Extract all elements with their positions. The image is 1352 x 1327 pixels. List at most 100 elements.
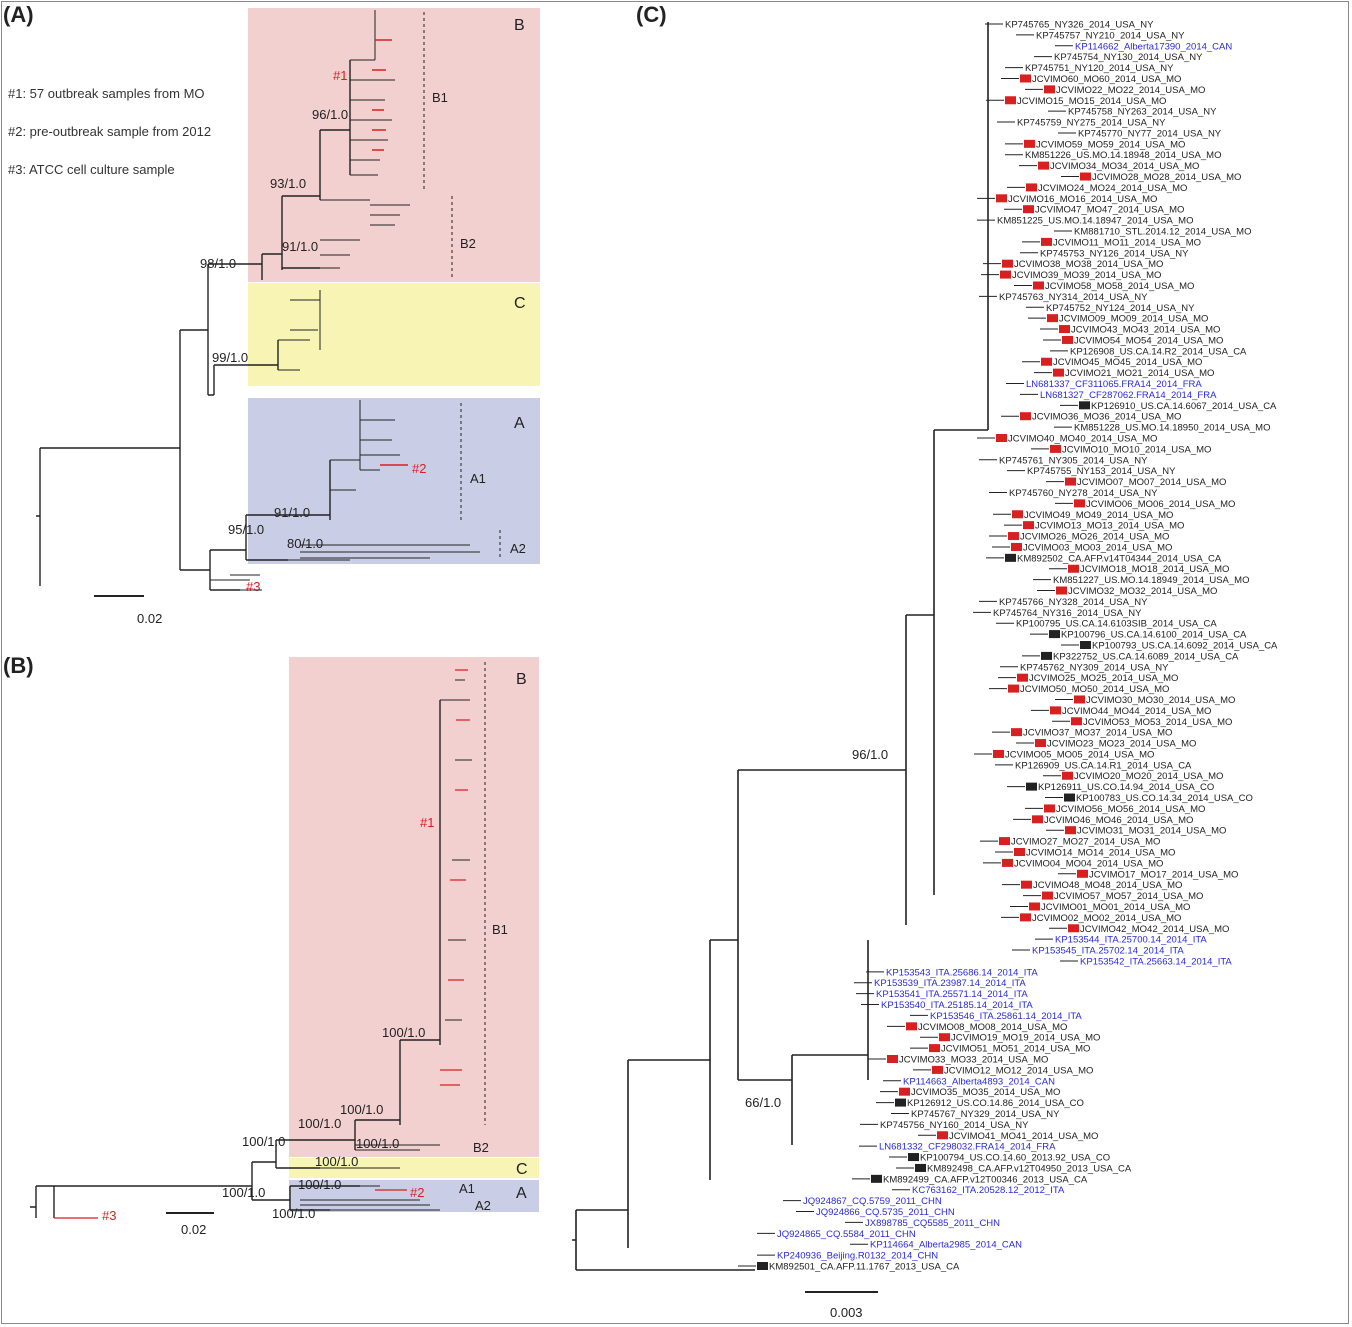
tip-label: JCVIMO10_MO10_2014_USA_MO — [1062, 444, 1211, 455]
support-93: 93/1.0 — [270, 176, 306, 191]
clade-a2-label-b: A2 — [475, 1198, 491, 1213]
tree-b-backbone — [30, 700, 441, 1218]
clade-a1-label-b: A1 — [459, 1181, 475, 1196]
outbreak-marker — [1023, 521, 1034, 530]
outbreak-marker — [1020, 412, 1031, 421]
tip-label: JCVIMO02_MO02_2014_USA_MO — [1032, 913, 1181, 924]
tip-label: JCVIMO11_MO11_2014_USA_MO — [1053, 237, 1201, 248]
tip-label: JCVIMO03_MO03_2014_USA_MO — [1023, 542, 1172, 553]
outbreak-marker — [1024, 139, 1035, 148]
panel-b-tag: (B) — [3, 653, 34, 678]
tip-label: KM851225_US.MO.14.18947_2014_USA_MO — [997, 216, 1193, 227]
tip-label: KP153543_ITA.25686.14_2014_ITA — [886, 967, 1038, 978]
tip-label: KP126911_US.CO.14.94_2014_USA_CO — [1038, 782, 1214, 793]
reference-marker — [1079, 401, 1090, 410]
tip-label: JCVIMO41_MO41_2014_USA_MO — [949, 1131, 1098, 1142]
reference-marker — [915, 1163, 926, 1172]
scale-label-a: 0.02 — [137, 611, 162, 626]
tip-label: KP745759_NY275_2014_USA_NY — [1017, 118, 1166, 129]
tip-label: JQ924865_CQ.5584_2011_CHN — [777, 1229, 916, 1240]
outbreak-marker — [1065, 826, 1076, 835]
tip-label: JCVIMO19_MO19_2014_USA_MO — [951, 1033, 1100, 1044]
tip-label: JCVIMO53_MO53_2014_USA_MO — [1083, 717, 1232, 728]
scale-label-b: 0.02 — [181, 1222, 206, 1237]
tip-label: JCVIMO23_MO23_2014_USA_MO — [1047, 739, 1196, 750]
reference-marker — [1026, 782, 1037, 791]
clade-b1-label-b: B1 — [492, 922, 508, 937]
tip-label: KP745762_NY309_2014_USA_NY — [1020, 662, 1169, 673]
tip-label: KP745763_NY314_2014_USA_NY — [999, 292, 1148, 303]
tip-label: KP153544_ITA.25700.14_2014_ITA — [1055, 935, 1207, 946]
clade-b-band-b — [289, 657, 539, 1157]
tip-label: JCVIMO35_MO35_2014_USA_MO — [911, 1087, 1060, 1098]
reference-marker — [908, 1153, 919, 1162]
tip-label: JCVIMO43_MO43_2014_USA_MO — [1071, 325, 1220, 336]
tip-label: JQ924866_CQ.5735_2011_CHN — [816, 1207, 955, 1218]
tip-label: JCVIMO44_MO44_2014_USA_MO — [1062, 706, 1211, 717]
support-b-6: 100/1.0 — [315, 1154, 358, 1169]
tip-label: JCVIMO51_MO51_2014_USA_MO — [941, 1044, 1090, 1055]
tip-label: JCVIMO49_MO49_2014_USA_MO — [1024, 510, 1173, 521]
support-b-3: 100/1.0 — [298, 1116, 341, 1131]
tip-label: KP745754_NY130_2014_USA_NY — [1054, 52, 1203, 63]
tip-label: JCVIMO30_MO30_2014_USA_MO — [1086, 695, 1235, 706]
tree-b-red-tips — [54, 669, 470, 1219]
reference-marker — [757, 1262, 768, 1270]
outbreak-marker — [906, 1022, 917, 1031]
tip-label: JCVIMO07_MO07_2014_USA_MO — [1077, 477, 1226, 488]
outbreak-marker — [996, 434, 1007, 442]
outbreak-marker — [1074, 695, 1085, 704]
tip-label: KP114664_Alberta2985_2014_CAN — [870, 1240, 1022, 1251]
panel-c: (C) 96/1.0 66/1.0 KP745765_NY326_2014_US… — [572, 2, 1278, 1320]
marker-1-b: #1 — [420, 815, 434, 830]
tip-label: JCVIMO13_MO13_2014_USA_MO — [1035, 521, 1184, 532]
panel-a: (A) #1: 57 outbreak samples from MO #2: … — [3, 2, 540, 626]
clade-c-label-b: C — [516, 1161, 528, 1178]
outbreak-marker — [1014, 848, 1025, 856]
outbreak-marker — [1065, 477, 1076, 486]
outbreak-marker — [1062, 771, 1073, 780]
tip-labels-c: KP745765_NY326_2014_USA_NYKP745757_NY210… — [738, 20, 1278, 1273]
tip-label: LN681332_CF298032.FRA14_2014_FRA — [879, 1142, 1056, 1153]
tip-label: JCVIMO54_MO54_2014_USA_MO — [1074, 335, 1223, 346]
reference-marker — [895, 1098, 906, 1107]
marker-2: #2 — [412, 461, 426, 476]
tip-label: JCVIMO50_MO50_2014_USA_MO — [1020, 684, 1169, 695]
tip-label: JCVIMO22_MO22_2014_USA_MO — [1056, 85, 1205, 96]
tip-label: JCVIMO06_MO06_2014_USA_MO — [1086, 499, 1235, 510]
outbreak-marker — [1008, 684, 1019, 693]
outbreak-marker — [1020, 913, 1031, 922]
tip-label: JCVIMO20_MO20_2014_USA_MO — [1074, 771, 1223, 782]
tip-label: KP126912_US.CO.14.86_2014_USA_CO — [907, 1098, 1084, 1109]
tip-label: JQ924867_CQ.5759_2011_CHN — [803, 1196, 942, 1207]
clade-b-label: B — [514, 17, 525, 34]
tree-a-red-tips — [372, 39, 408, 466]
clade-b-label-b: B — [516, 671, 527, 688]
outbreak-marker — [1033, 281, 1044, 290]
tip-label: KM892501_CA.AFP.11.1767_2013_USA_CA — [769, 1262, 960, 1273]
outbreak-marker — [1077, 869, 1088, 878]
outbreak-marker — [1041, 357, 1052, 366]
support-91-a: 91/1.0 — [274, 505, 310, 520]
tip-label: JCVIMO40_MO40_2014_USA_MO — [1008, 434, 1157, 445]
outbreak-marker — [1029, 902, 1040, 911]
outbreak-marker — [1068, 924, 1079, 933]
outbreak-marker — [1017, 673, 1028, 682]
outbreak-marker — [1026, 183, 1037, 192]
tip-label: KP745752_NY124_2014_USA_NY — [1046, 303, 1195, 314]
reference-marker — [1064, 793, 1075, 802]
outbreak-marker — [1053, 368, 1064, 377]
tip-label: JCVIMO37_MO37_2014_USA_MO — [1023, 728, 1172, 739]
tip-label: JCVIMO14_MO14_2014_USA_MO — [1026, 848, 1175, 859]
support-c-66: 66/1.0 — [745, 1095, 781, 1110]
tip-label: KM892498_CA.AFP.v12T04950_2013_USA_CA — [927, 1163, 1132, 1174]
tip-label: KP745766_NY328_2014_USA_NY — [999, 597, 1148, 608]
tip-label: KP745756_NY160_2014_USA_NY — [880, 1120, 1029, 1131]
outbreak-marker — [1041, 237, 1052, 246]
clade-b1-label: B1 — [432, 90, 448, 105]
tip-label: JCVIMO42_MO42_2014_USA_MO — [1080, 924, 1229, 935]
outbreak-marker — [899, 1087, 910, 1096]
tip-label: JCVIMO17_MO17_2014_USA_MO — [1089, 869, 1238, 880]
tip-label: KM881710_STL.2014.12_2014_USA_MO — [1074, 227, 1251, 238]
tip-label: KP745761_NY305_2014_USA_NY — [999, 455, 1148, 466]
